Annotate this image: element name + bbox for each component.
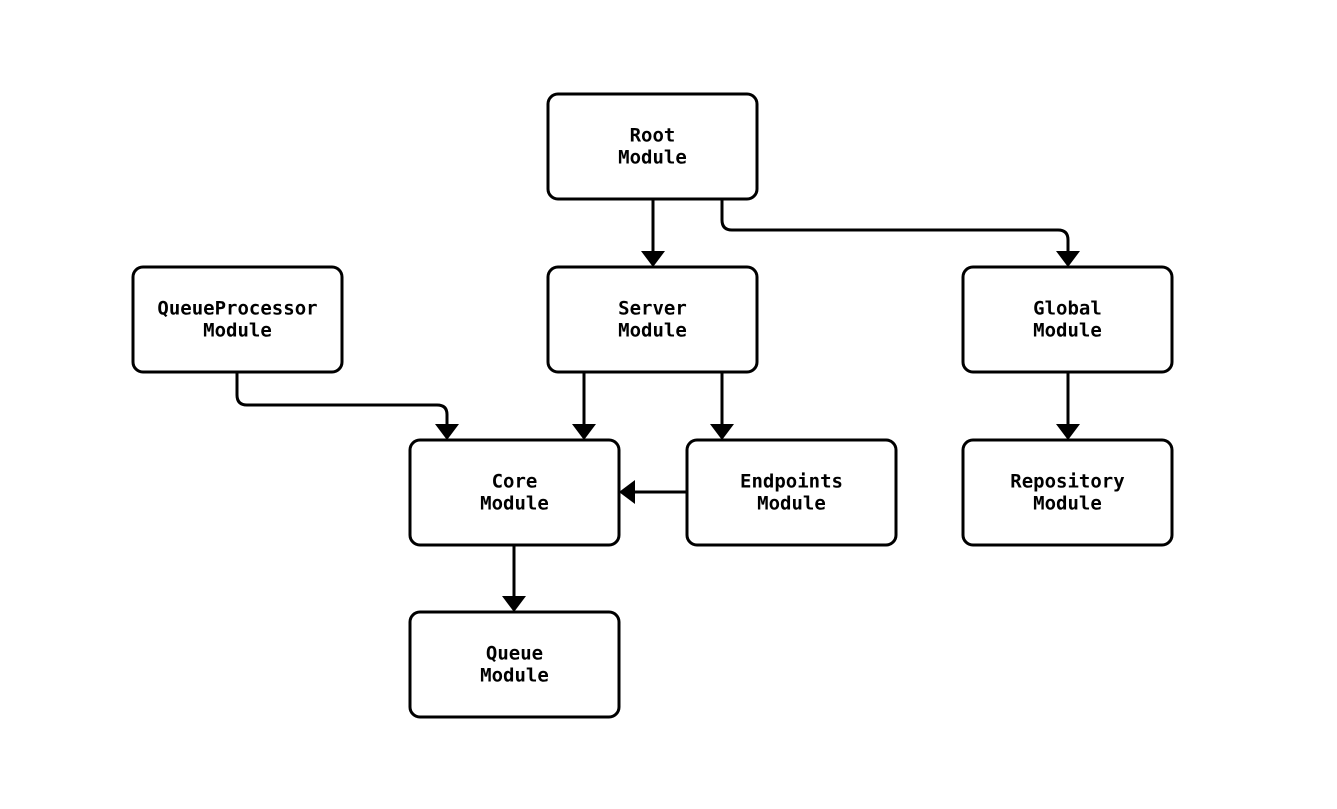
arrowhead-icon bbox=[641, 251, 665, 267]
node-label: Core bbox=[492, 471, 538, 493]
edge-root-to-server bbox=[641, 199, 665, 267]
arrowhead-icon bbox=[710, 424, 734, 440]
node-label: Module bbox=[203, 320, 272, 342]
node-label: Root bbox=[630, 125, 676, 147]
node-label: Module bbox=[1033, 493, 1102, 515]
node-label: Module bbox=[757, 493, 826, 515]
node-box bbox=[961, 438, 1174, 547]
node-label: Module bbox=[618, 320, 687, 342]
node-box bbox=[408, 610, 621, 719]
node-label: Server bbox=[618, 298, 687, 320]
arrowhead-icon bbox=[1056, 251, 1080, 267]
edge-global-to-repository bbox=[1056, 372, 1080, 440]
node-label: Repository bbox=[1010, 471, 1124, 493]
arrowhead-icon bbox=[435, 424, 459, 440]
edge-endpoints-to-core bbox=[619, 480, 687, 504]
edge-server-to-core bbox=[572, 372, 596, 440]
node-box bbox=[961, 265, 1174, 374]
edge-root-to-global bbox=[720, 199, 1080, 267]
node-label: Global bbox=[1033, 298, 1102, 320]
edge-core-to-queue bbox=[502, 545, 526, 612]
node-label: Queue bbox=[486, 643, 543, 665]
arrowhead-icon bbox=[619, 480, 635, 504]
arrowhead-icon bbox=[1056, 424, 1080, 440]
node-label: Endpoints bbox=[740, 471, 843, 493]
node-box bbox=[408, 438, 621, 547]
node-label: Module bbox=[618, 147, 687, 169]
edge-line bbox=[720, 199, 1070, 251]
node-box bbox=[546, 265, 759, 374]
node-label: Module bbox=[1033, 320, 1102, 342]
node-label: Module bbox=[480, 665, 549, 687]
node-box bbox=[131, 265, 344, 374]
node-box bbox=[685, 438, 898, 547]
arrowhead-icon bbox=[572, 424, 596, 440]
node-box bbox=[546, 92, 759, 201]
node-label: QueueProcessor bbox=[157, 298, 317, 320]
node-label: Module bbox=[480, 493, 549, 515]
arrowhead-icon bbox=[502, 596, 526, 612]
edge-line bbox=[235, 372, 449, 424]
edge-server-to-endpoints bbox=[710, 372, 734, 440]
edge-queueprocessor-to-core bbox=[235, 372, 459, 440]
